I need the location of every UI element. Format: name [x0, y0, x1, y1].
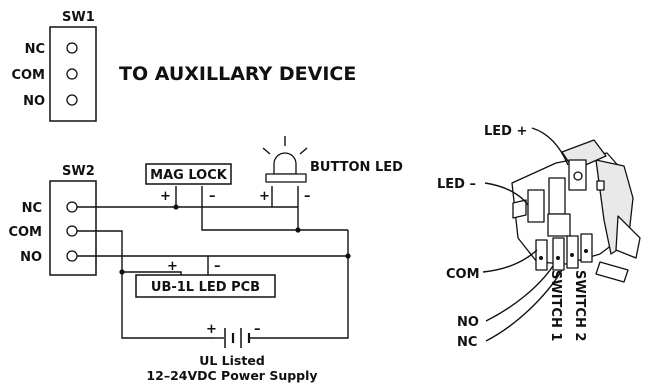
button-led-label: BUTTON LED [310, 160, 403, 175]
nc-leader [485, 269, 563, 342]
pcb-plus: + [167, 259, 178, 274]
supply-minus: – [254, 322, 261, 337]
junction-dot [345, 253, 351, 259]
led-plus-screw-icon [573, 171, 583, 181]
sw2-com-label: COM [8, 225, 42, 240]
switch-body-block [548, 177, 566, 215]
switch2-terminal [566, 235, 579, 269]
com-wire [77, 230, 214, 339]
sw2-no-terminal [66, 250, 78, 262]
led-dome-icon [273, 152, 297, 175]
switch-body-block [547, 213, 571, 237]
sw1-block: SW1 NC COM NO [11, 10, 97, 122]
sw2-com-terminal [66, 225, 78, 237]
switch-device-illustration: LED + LED – COM NO NC SWITCH 1 SWITCH 2 [437, 124, 641, 350]
terminal-hole-icon [584, 249, 588, 253]
nc-label: NC [457, 335, 477, 350]
led-minus-tab [512, 199, 527, 219]
sw1-com-label: COM [11, 68, 45, 83]
no-label: NO [457, 315, 479, 330]
sw1-title: SW1 [62, 10, 95, 25]
pcb-plus-lead [122, 271, 182, 275]
mag-lock: MAG LOCK + – [145, 163, 232, 204]
sw2-nc-terminal [66, 201, 78, 213]
sw2-block: SW2 NC COM NO [8, 164, 97, 276]
minus-bus-wire [201, 186, 348, 231]
supply-line2: 12–24VDC Power Supply [146, 368, 317, 383]
led-plus-leader [531, 127, 569, 166]
led-light-rays-icon [262, 136, 308, 155]
mag-lock-minus: – [209, 189, 216, 204]
sw1-no-label: NO [23, 94, 45, 109]
led-minus-label: LED – [437, 177, 476, 192]
switch2-label: SWITCH 2 [572, 270, 587, 341]
button-led-minus: – [304, 189, 311, 204]
terminal-hole-icon [556, 256, 560, 260]
button-led-plus: + [259, 189, 270, 204]
led-minus-leader [484, 182, 529, 206]
pcb-box [135, 274, 276, 298]
switch1-com-terminal [535, 239, 548, 271]
com-leader [482, 249, 538, 273]
supply-plus: + [206, 322, 217, 337]
mag-lock-plus: + [160, 189, 171, 204]
led-window [596, 180, 605, 191]
led-plus-label: LED + [484, 124, 527, 139]
led-base-icon [265, 173, 307, 183]
junction-dot [119, 269, 125, 275]
sw2-no-label: NO [20, 250, 42, 265]
mag-lock-box [145, 163, 232, 185]
wiring [77, 186, 351, 339]
pcb-label: UB-1L LED PCB [151, 280, 260, 295]
pcb-minus: – [214, 259, 221, 274]
terminal-hole-icon [539, 256, 543, 260]
device-tab [615, 215, 641, 259]
supply-line1: UL Listed [199, 353, 265, 368]
sw2-title: SW2 [62, 164, 95, 179]
supply-minus-wire [268, 230, 349, 339]
junction-dot [173, 204, 179, 210]
terminal-hole-icon [570, 253, 574, 257]
sw1-nc-terminal [66, 42, 78, 54]
power-supply: + – UL Listed 12–24VDC Power Supply [146, 322, 317, 383]
sw2-nc-label: NC [22, 201, 42, 216]
switch1-label: SWITCH 1 [548, 270, 563, 341]
junction-dot [295, 227, 301, 233]
no-leader [485, 265, 554, 322]
device-foot [595, 261, 629, 283]
sw1-nc-label: NC [25, 42, 45, 57]
switch2-terminal [580, 233, 593, 263]
button-led: BUTTON LED + – [259, 136, 403, 204]
mag-lock-label: MAG LOCK [150, 168, 228, 183]
led-minus-connector [527, 189, 545, 223]
sw1-com-terminal [66, 68, 78, 80]
sw1-no-terminal [66, 94, 78, 106]
led-pcb: + – UB-1L LED PCB [135, 259, 276, 298]
com-label: COM [446, 267, 480, 282]
aux-device-label: TO AUXILLARY DEVICE [119, 63, 356, 85]
switch1-no-terminal [552, 237, 565, 271]
